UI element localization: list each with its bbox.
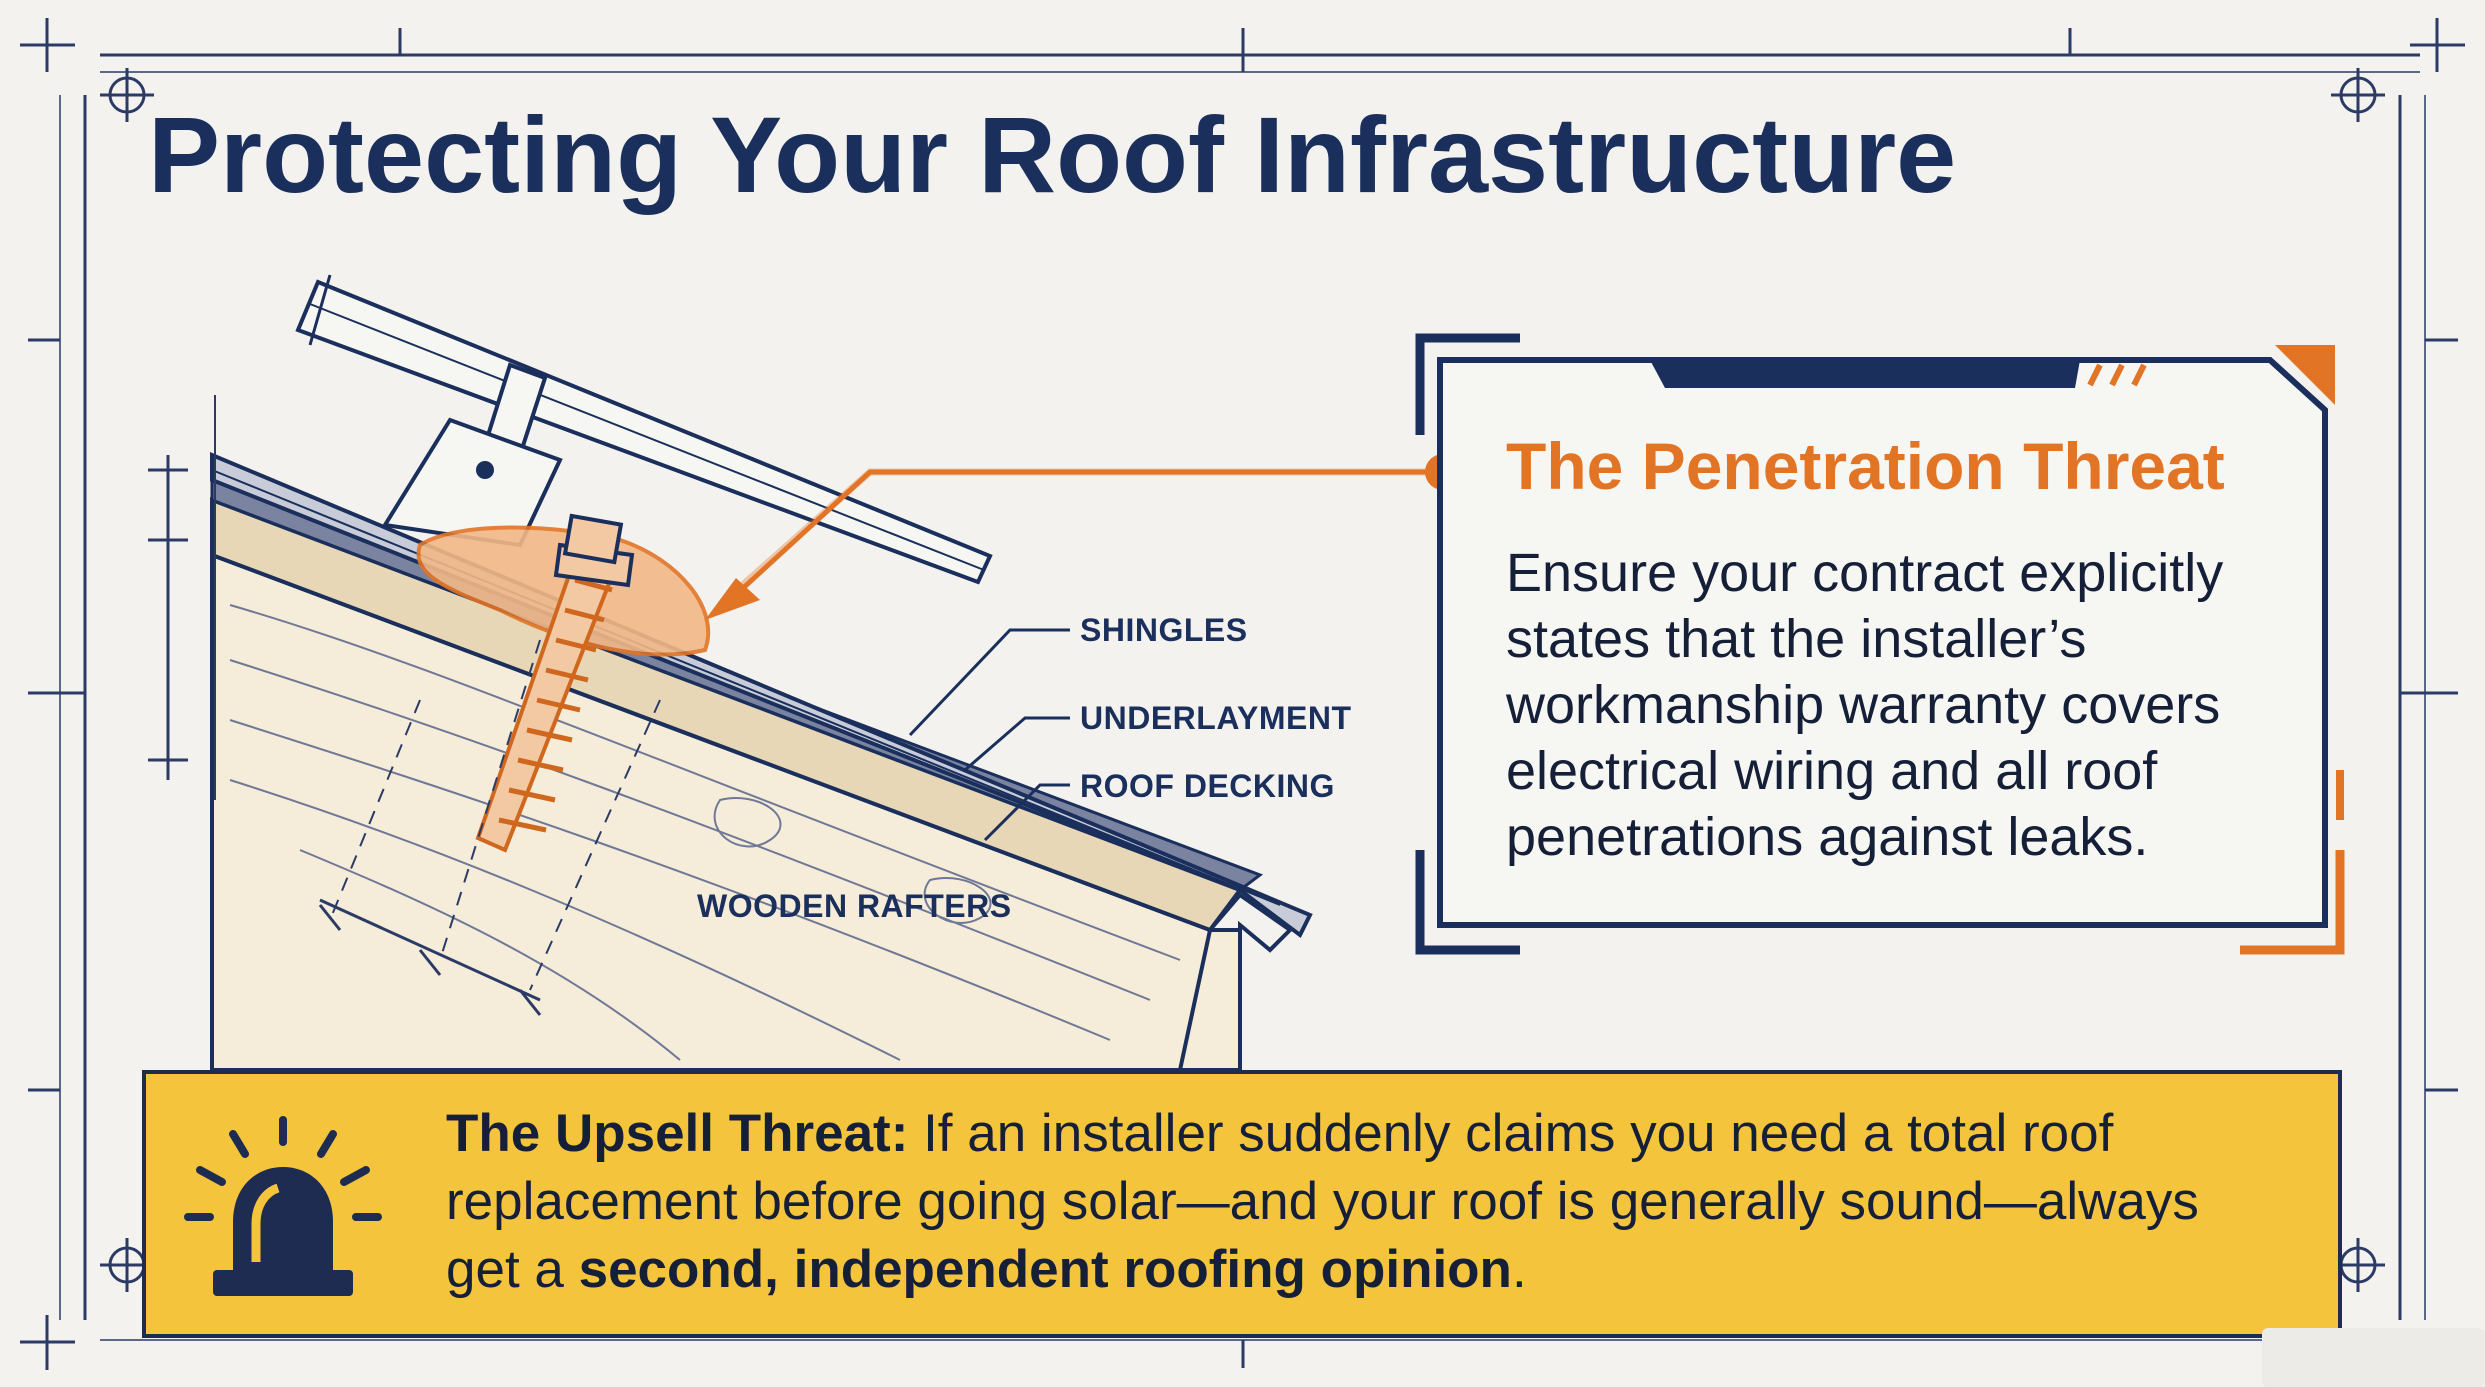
upsell-text: The Upsell Threat: If an installer sudde… (446, 1100, 2286, 1304)
callout-frame (1415, 333, 2345, 955)
upsell-lead: The Upsell Threat: (446, 1104, 909, 1163)
label-underlayment: UNDERLAYMENT (1080, 700, 1352, 736)
crosshair-icon (100, 68, 154, 122)
page-title: Protecting Your Roof Infrastructure (148, 94, 1957, 215)
upsell-warning-box (142, 1070, 2342, 1338)
pointer-arrow (705, 454, 1461, 620)
lag-bolt-icon (475, 513, 635, 853)
blueprint-frame (20, 18, 2465, 1370)
label-wooden-rafters: WOODEN RAFTERS (697, 888, 1012, 924)
corner-patch (2262, 1328, 2485, 1387)
label-roof-decking: ROOF DECKING (1080, 768, 1335, 804)
alarm-light-icon (184, 1116, 382, 1296)
callout-heading: The Penetration Threat (1506, 429, 2225, 503)
label-leaders (908, 628, 1070, 842)
upsell-emphasis: second, independent roofing opinion (578, 1240, 1512, 1299)
upsell-body: If an installer suddenly claims you need… (446, 1104, 2199, 1299)
callout-body: Ensure your contract explicitly states t… (1506, 543, 2224, 867)
roof-cross-section (148, 274, 1313, 1072)
upsell-end: . (1511, 1240, 1527, 1299)
solar-rail (295, 274, 993, 585)
label-shingles: SHINGLES (1080, 612, 1248, 648)
crosshair-icon (2331, 68, 2385, 122)
